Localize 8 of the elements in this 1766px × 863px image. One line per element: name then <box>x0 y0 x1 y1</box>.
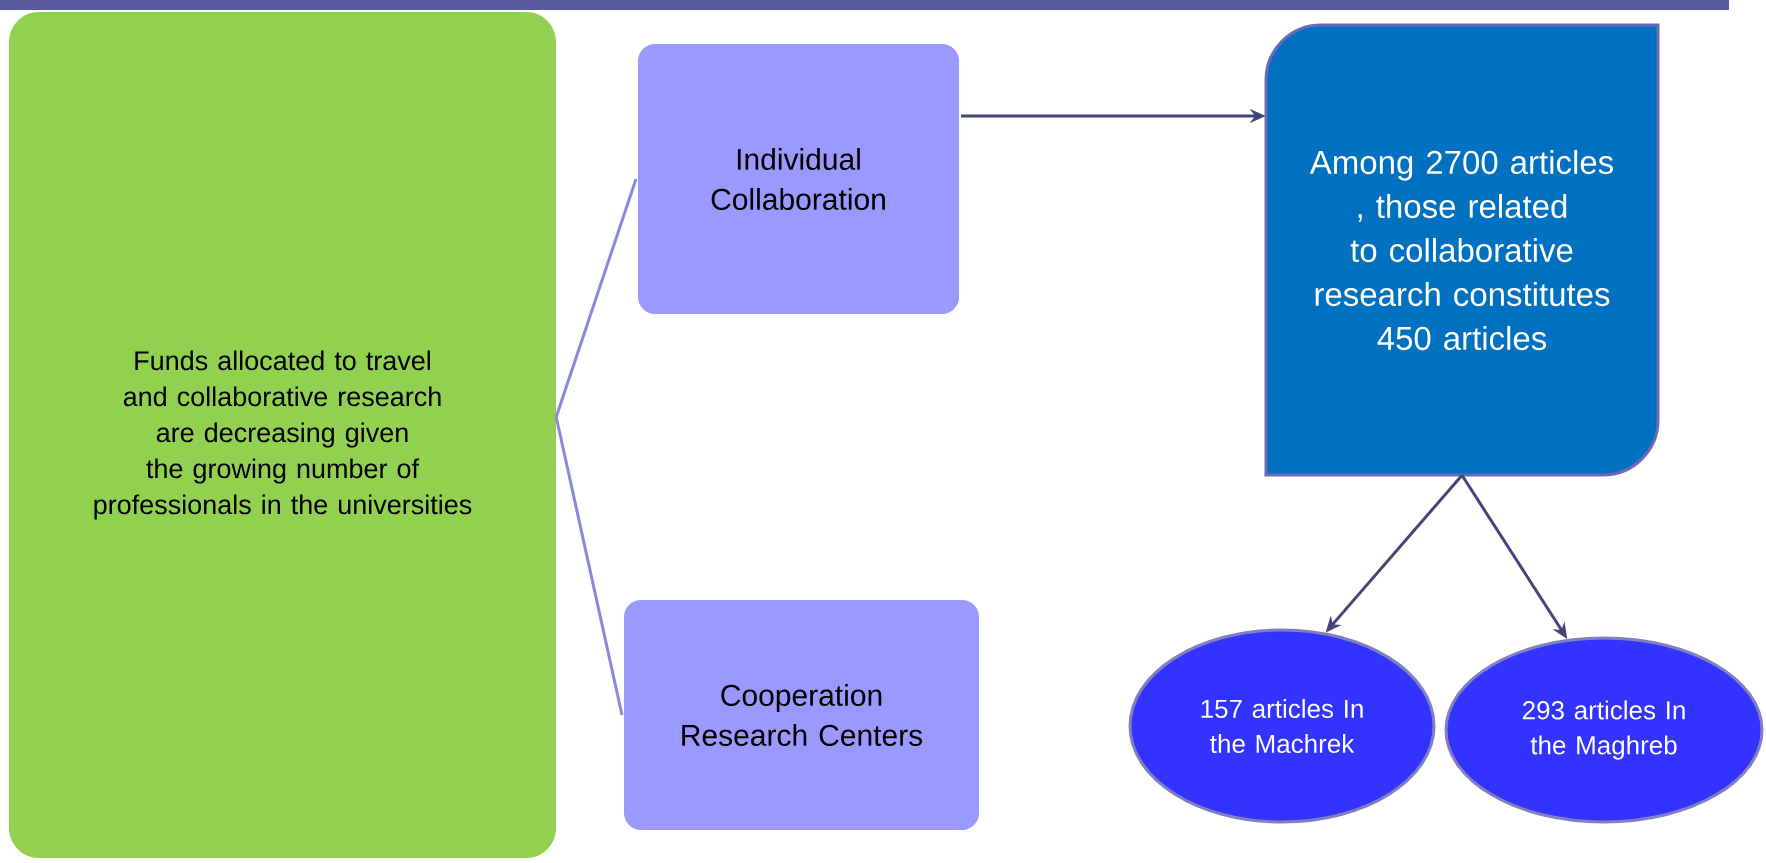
process-box: Individual Collaboration <box>636 42 961 316</box>
text-box: Among 2700 articles , those related to collaborative research constitutes 450 articles <box>1264 23 1660 477</box>
connector-line <box>554 416 624 716</box>
ellipse-node: 157 articles In the Machrek <box>1128 628 1436 824</box>
process-box: Cooperation Research Centers <box>622 598 981 832</box>
text-box: Funds allocated to travel and collaborative research are decreasing given the growing number of professionals in the universities <box>9 12 556 858</box>
ellipse-node: 293 articles In the Maghreb <box>1444 636 1764 824</box>
connector-line <box>554 178 638 418</box>
